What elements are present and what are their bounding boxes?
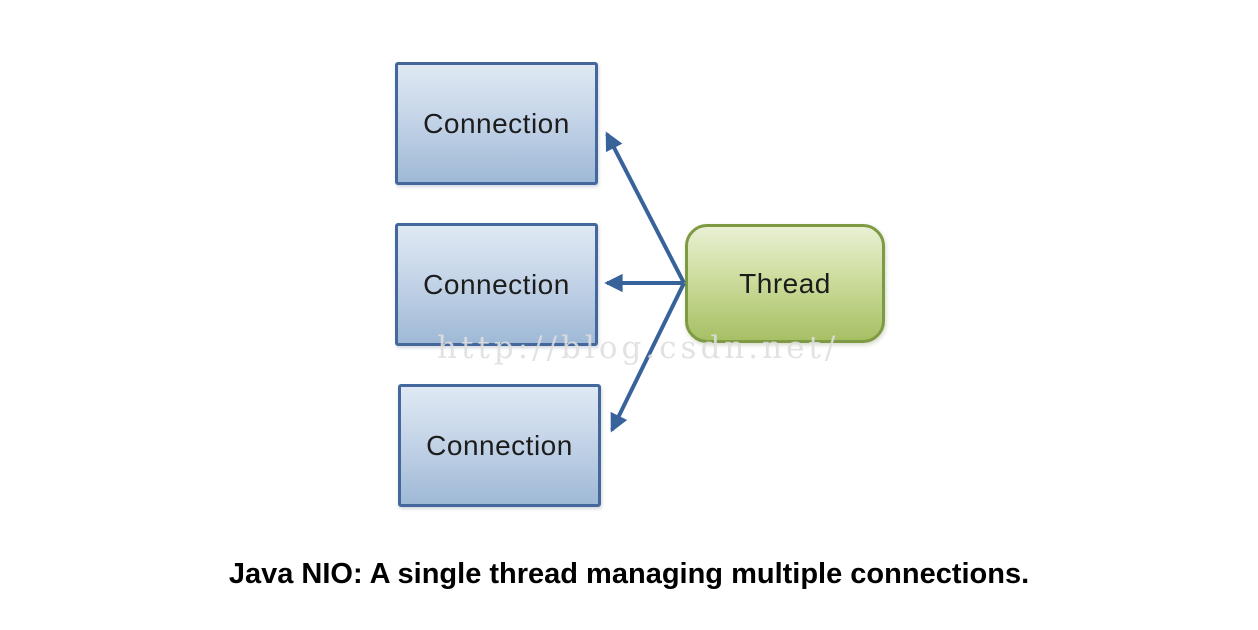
node-thread-label: Thread <box>739 267 831 299</box>
node-connection-2: Connection <box>395 223 598 346</box>
node-connection-1: Connection <box>395 62 598 185</box>
node-connection-3-label: Connection <box>426 429 573 461</box>
node-thread: Thread <box>685 224 885 343</box>
caption: Java NIO: A single thread managing multi… <box>228 558 1030 590</box>
watermark: http://blog.csdn.net/ <box>437 330 840 366</box>
arrow-thread-to-connection-1 <box>605 131 686 284</box>
node-connection-1-label: Connection <box>423 107 570 139</box>
node-connection-2-label: Connection <box>423 268 570 300</box>
node-connection-3: Connection <box>398 384 601 507</box>
